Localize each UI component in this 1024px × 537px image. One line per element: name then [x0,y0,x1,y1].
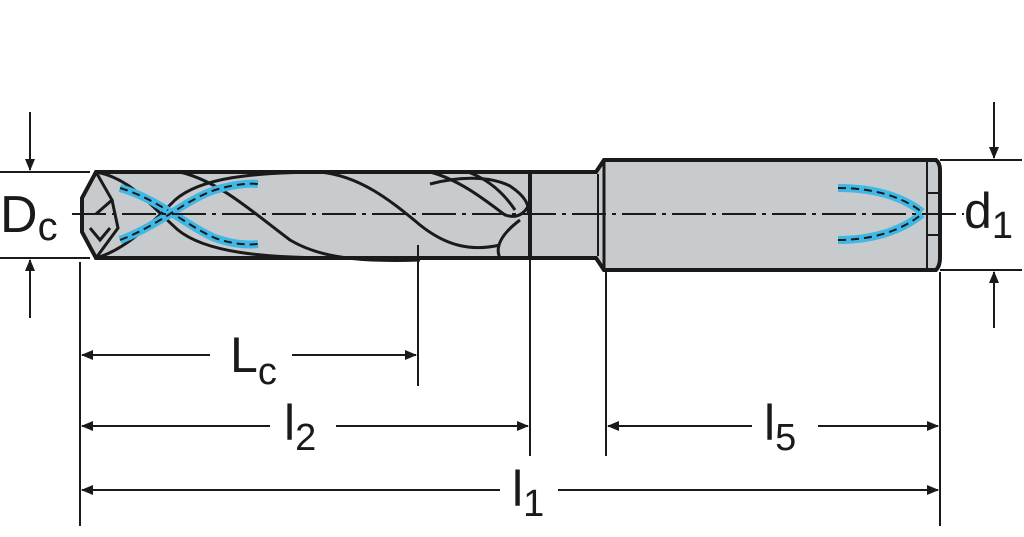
extension-lines [0,159,1022,526]
label-dc: Dc [0,186,58,249]
label-l5-sub: 5 [775,417,796,459]
label-dc-sub: c [38,205,58,249]
label-dc-main: D [0,186,38,244]
label-l1: l1 [512,461,544,525]
coolant-channels-shank [837,184,925,244]
label-l1-main: l [512,461,523,517]
label-l2: l2 [284,395,316,459]
label-l5-main: l [764,395,775,451]
label-d1: d1 [964,183,1013,247]
label-lc: Lc [230,327,277,393]
label-l1-sub: 1 [523,483,544,525]
flute-lines [95,170,532,262]
coolant-channels-tip [118,179,259,249]
drill-tip [88,171,120,259]
label-lc-main: L [230,327,258,383]
label-d1-main: d [964,183,992,239]
label-l5: l5 [764,395,796,459]
label-d1-sub: 1 [992,205,1013,247]
label-l2-main: l [284,395,295,451]
label-lc-sub: c [258,351,277,393]
label-l2-sub: 2 [295,417,316,459]
